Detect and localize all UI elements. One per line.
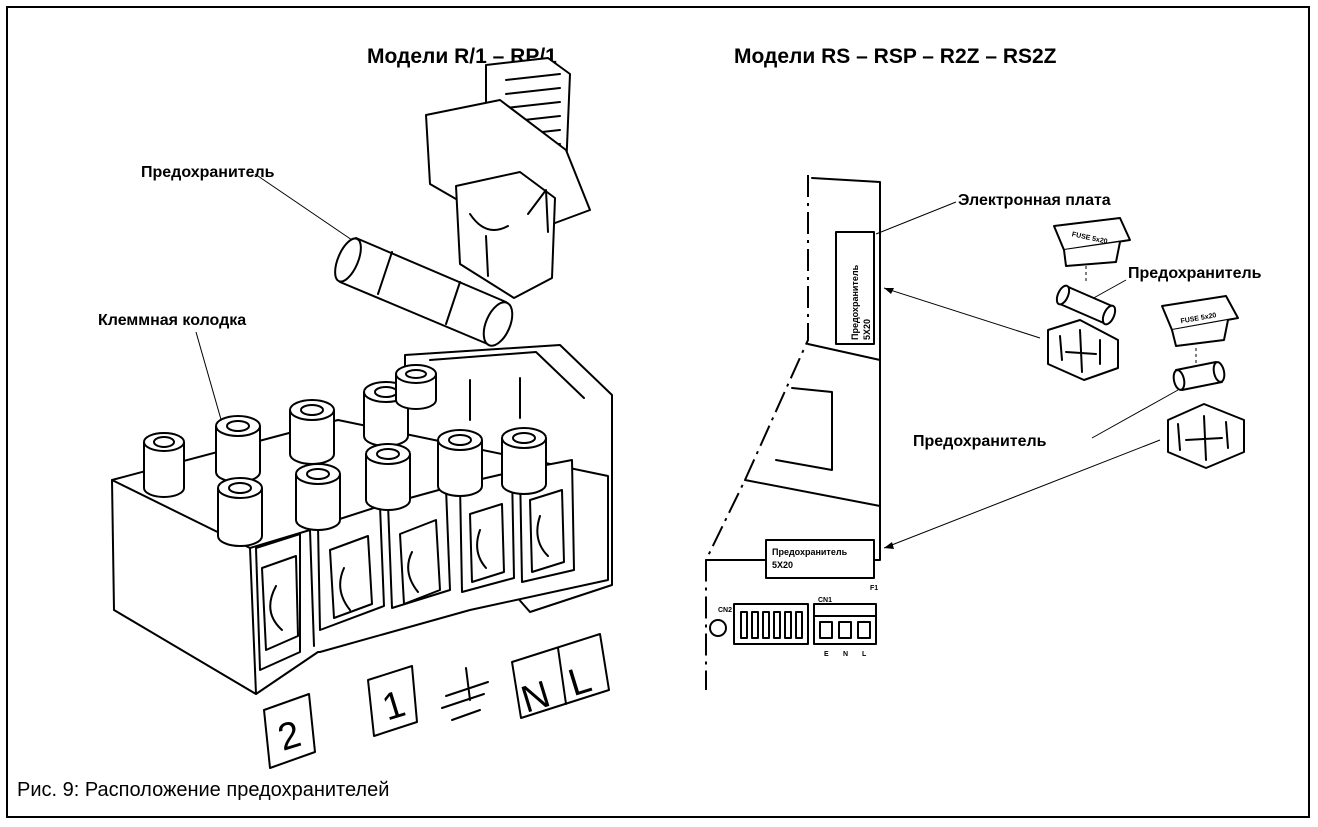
- terminal-mark-box-nl: [511, 633, 610, 719]
- fuse-assembly-lower: FUSE 5x20: [1161, 295, 1245, 469]
- board-fuse-lower-line1: Предохранитель: [772, 547, 848, 557]
- terminal-mark-l: L: [564, 659, 596, 705]
- figure-caption: Рис. 9: Расположение предохранителей: [17, 779, 390, 801]
- board-fuse-upper-line2: 5X20: [862, 319, 872, 340]
- terminal-block-label: Клеммная колодка: [98, 312, 246, 329]
- terminal-block: [111, 344, 613, 695]
- board-label: Электронная плата: [958, 192, 1111, 209]
- right-panel: Модели RS – RSP – R2Z – RS2Z Предохранит…: [705, 45, 1262, 690]
- fuse-callout-line: [254, 173, 353, 241]
- board-hole: [709, 619, 727, 637]
- board-fuse-lower-line2: 5X20: [772, 560, 793, 570]
- board-fuse-upper-line1: Предохранитель: [850, 264, 860, 340]
- terminal-block-callout-line: [195, 331, 225, 431]
- board-fuse-box-upper: [835, 231, 875, 345]
- terminal-mark-1: 1: [378, 683, 410, 729]
- terminal-markings: 2 1 N L: [263, 633, 610, 769]
- left-fuse-label: Предохранитель: [141, 164, 275, 181]
- cn1-pin-l: L: [862, 651, 867, 658]
- earth-symbol: [441, 667, 489, 721]
- right-fuse-label-lower: Предохранитель: [913, 433, 1047, 450]
- cartridge-fuse: [334, 237, 514, 347]
- terminal-mark-box-1: [367, 665, 418, 737]
- terminal-mark-box-2: [263, 693, 316, 769]
- right-fuse-label-upper: Предохранитель: [1128, 265, 1262, 282]
- board-callout-line: [875, 201, 957, 235]
- fuse-upper-callout-line: [1089, 279, 1127, 301]
- connector-cn1-label: CN1: [818, 597, 832, 604]
- cn1-pin-e: E: [824, 651, 829, 658]
- fuse-lower-callout-line: [1091, 389, 1179, 439]
- cn1-pin-n: N: [843, 651, 848, 658]
- connector-f1-label: F1: [870, 585, 878, 592]
- arrow-to-board-fuse-upper: [883, 287, 1041, 339]
- terminal-mark-n: N: [516, 673, 555, 721]
- fuse-holder-clip: [425, 57, 591, 299]
- electronic-board: Предохранитель 5X20 Предохранитель 5X20 …: [705, 175, 881, 690]
- connector-cn2-label: CN2: [718, 607, 732, 614]
- right-panel-title: Модели RS – RSP – R2Z – RS2Z: [734, 45, 1057, 68]
- figure-frame: [6, 6, 1310, 818]
- fuse-assembly-upper: FUSE 5x20: [1047, 217, 1131, 381]
- arrow-to-board-fuse-lower: [883, 439, 1161, 549]
- terminal-mark-2: 2: [273, 713, 305, 759]
- left-panel: Модели R/1 – RP/1 Предохранитель Клеммна…: [98, 45, 613, 769]
- board-fuse-box-lower: [765, 539, 875, 579]
- connector-cn1: E N L: [813, 603, 877, 658]
- screw-terminals: [143, 364, 547, 547]
- connector-cn2: [733, 603, 809, 645]
